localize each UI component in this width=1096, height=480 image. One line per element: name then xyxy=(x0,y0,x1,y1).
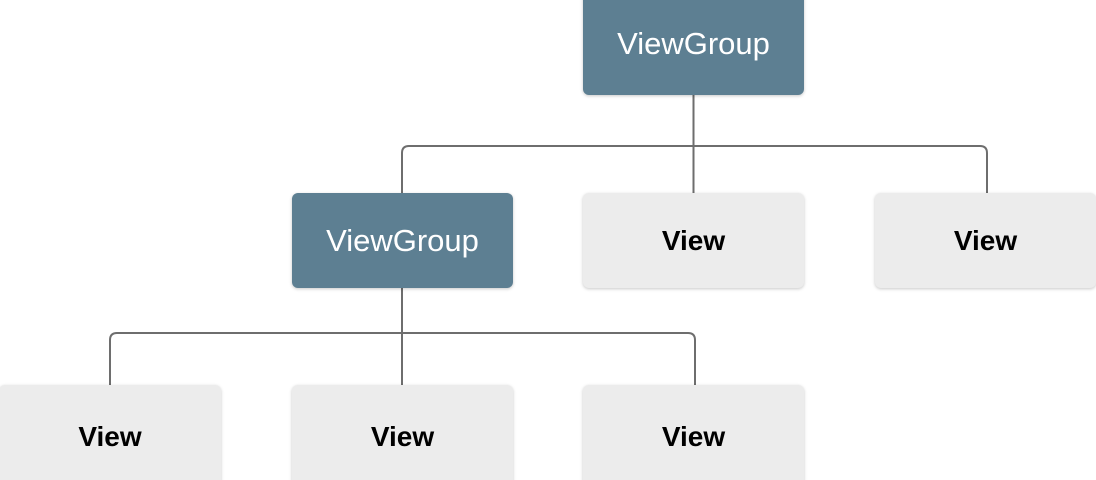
edge-branch-bus-right xyxy=(402,332,696,385)
node-label-branch-viewgroup: ViewGroup xyxy=(326,223,479,258)
node-label-level2-view-right: View xyxy=(661,420,726,452)
node-label-level1-view-right: View xyxy=(953,224,1018,256)
node-label-level1-view-center: View xyxy=(661,224,726,256)
node-level2-view-right[interactable]: View xyxy=(583,385,804,480)
node-label-level2-view-left: View xyxy=(78,420,142,452)
node-level1-view-right[interactable]: View xyxy=(875,193,1096,288)
node-root-viewgroup[interactable]: ViewGroup xyxy=(583,0,804,95)
node-level2-view-left[interactable]: View xyxy=(0,385,221,480)
node-level2-view-center[interactable]: View xyxy=(292,385,513,480)
node-level1-view-center[interactable]: View xyxy=(583,193,804,288)
node-branch-viewgroup[interactable]: ViewGroup xyxy=(292,193,513,288)
node-label-level2-view-center: View xyxy=(370,420,435,452)
node-label-root-viewgroup: ViewGroup xyxy=(617,26,770,61)
edge-root-to-branch xyxy=(401,145,694,193)
edge-root-to-right xyxy=(693,145,988,193)
edge-branch-bus-left xyxy=(109,332,402,385)
